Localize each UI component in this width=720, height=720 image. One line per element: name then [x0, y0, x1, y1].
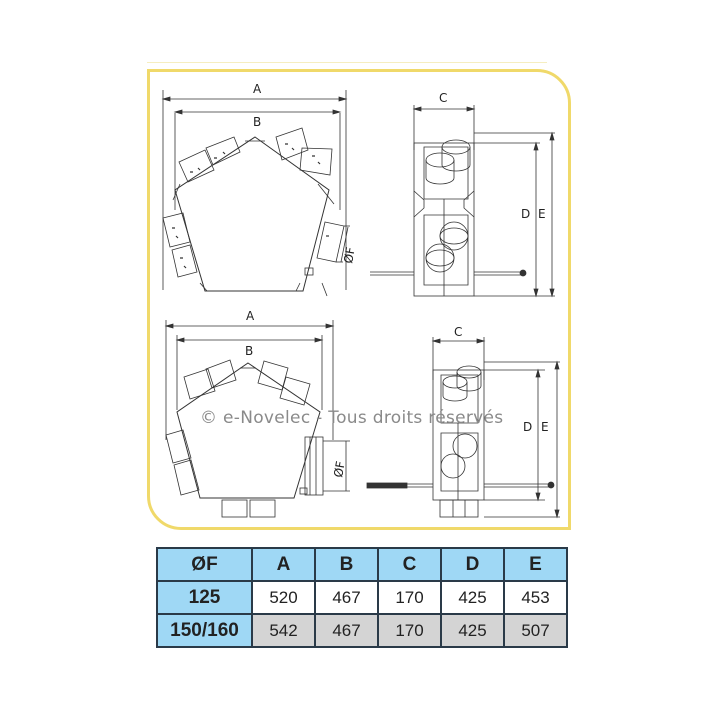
header-cell: E: [503, 547, 568, 582]
table-header-row: ØF A B C D E: [156, 547, 568, 582]
bottom-dim-a-label: A: [246, 309, 255, 323]
table-cell: 425: [440, 613, 505, 648]
watermark: © e-Novelec - Tous droits réservés: [200, 408, 504, 428]
table-cell: 453: [503, 580, 568, 615]
top-dim-f-label: ØF: [341, 246, 358, 265]
top-side-view: [370, 105, 555, 298]
bottom-side-view: [366, 337, 560, 519]
header-cell: A: [251, 547, 316, 582]
table-cell: 520: [251, 580, 316, 615]
table-cell: 425: [440, 580, 505, 615]
bottom-dim-b-label: B: [245, 344, 253, 358]
table-cell: 170: [377, 613, 442, 648]
bottom-dim-f-label: ØF: [331, 460, 348, 479]
bottom-dim-d-label: D: [523, 420, 532, 434]
top-plan-view: [161, 90, 350, 297]
top-dim-a-label: A: [253, 82, 262, 96]
row-key-cell: 150/160: [156, 613, 253, 648]
top-dim-e-label: E: [538, 207, 546, 221]
table-row: 125 520 467 170 425 453: [156, 580, 568, 615]
table-cell: 467: [314, 580, 379, 615]
row-key-cell: 125: [156, 580, 253, 615]
bottom-dim-c-label: C: [454, 325, 462, 339]
table-cell: 542: [251, 613, 316, 648]
bottom-dim-e-label: E: [541, 420, 549, 434]
top-dim-b-label: B: [253, 115, 261, 129]
header-cell: C: [377, 547, 442, 582]
bottom-plan-view: [164, 320, 350, 518]
table-cell: 467: [314, 613, 379, 648]
top-dim-d-label: D: [521, 207, 530, 221]
dimensions-table: ØF A B C D E 125 520 467 170 425 453 150…: [156, 547, 568, 648]
table-cell: 507: [503, 613, 568, 648]
drawing-frame: [147, 69, 571, 530]
table-row: 150/160 542 467 170 425 507: [156, 613, 568, 648]
header-cell: B: [314, 547, 379, 582]
header-cell: D: [440, 547, 505, 582]
top-rule: [147, 62, 547, 63]
header-cell: ØF: [156, 547, 253, 582]
table-cell: 170: [377, 580, 442, 615]
top-dim-c-label: C: [439, 91, 447, 105]
